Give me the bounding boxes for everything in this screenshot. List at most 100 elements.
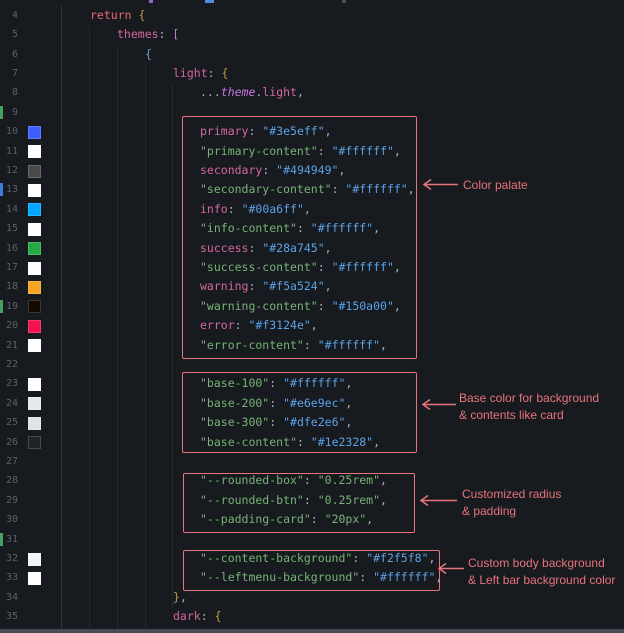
color-swatch[interactable]: [28, 203, 41, 217]
code-token: ,: [380, 492, 387, 507]
code-token: "primary-content": [200, 143, 318, 158]
clipped-code-fragment: [205, 0, 214, 3]
code-line[interactable]: success: "#28a745",: [200, 239, 332, 258]
horizontal-scrollbar[interactable]: [0, 629, 624, 633]
line-number: 29: [5, 494, 18, 506]
code-line[interactable]: "info-content": "#ffffff",: [200, 219, 380, 238]
line-number: 9: [11, 106, 18, 118]
code-token: :: [303, 492, 318, 507]
color-swatch[interactable]: [28, 183, 41, 197]
code-token: :: [269, 376, 284, 391]
indent-guide: [145, 64, 146, 629]
code-token: "#ffffff": [310, 221, 374, 236]
code-line[interactable]: "--padding-card": "20px",: [200, 510, 373, 529]
color-swatch[interactable]: [28, 145, 41, 159]
code-line[interactable]: "base-content": "#1e2328",: [200, 433, 380, 452]
code-token: "--content-background": [200, 551, 353, 565]
color-swatch[interactable]: [28, 416, 41, 430]
code-line[interactable]: "base-100": "#ffffff",: [200, 374, 352, 393]
code-line[interactable]: dark: {: [173, 607, 222, 626]
line-number: 16: [5, 242, 18, 254]
code-line[interactable]: "primary-content": "#ffffff",: [200, 142, 401, 161]
code-line[interactable]: "base-200": "#e6e9ec",: [200, 394, 352, 413]
code-token: :: [359, 570, 374, 585]
code-line[interactable]: "--leftmenu-background": "#ffffff",: [200, 568, 442, 587]
line-number: 13: [5, 184, 18, 196]
color-swatch[interactable]: [28, 377, 41, 391]
color-swatch[interactable]: [28, 125, 41, 139]
arrow-left-icon: [437, 562, 464, 575]
code-line[interactable]: {: [145, 45, 152, 64]
code-line[interactable]: "--content-background": "#f2f5f8",: [200, 549, 435, 568]
code-token: error: [200, 318, 235, 333]
annotation-label-radius-padding: Customized radius & padding: [462, 486, 561, 520]
line-number: 28: [5, 475, 18, 487]
code-line[interactable]: "--rounded-btn": "0.25rem",: [200, 491, 387, 510]
color-swatch[interactable]: [28, 280, 41, 294]
code-line[interactable]: warning: "#f5a524",: [200, 277, 332, 296]
code-token: ,: [373, 221, 381, 236]
color-swatch[interactable]: [28, 300, 41, 314]
code-line[interactable]: error: "#f3124e",: [200, 316, 318, 335]
color-swatch[interactable]: [28, 552, 41, 566]
code-token: "#ffffff": [373, 570, 436, 585]
color-swatch[interactable]: [28, 319, 41, 333]
color-swatch[interactable]: [28, 339, 41, 353]
line-number: 30: [5, 514, 18, 526]
line-number: 27: [5, 456, 18, 467]
code-token: "#ffffff": [345, 182, 408, 197]
code-line[interactable]: ...theme.light,: [200, 83, 304, 102]
code-token: :: [248, 279, 263, 294]
code-line[interactable]: "base-300": "#dfe2e6",: [200, 413, 352, 432]
color-swatch[interactable]: [28, 436, 41, 450]
code-token: "#e6e9ec": [283, 395, 346, 410]
line-number: 4: [11, 9, 18, 21]
code-line[interactable]: "success-content": "#ffffff",: [200, 258, 401, 277]
code-line[interactable]: light: {: [173, 64, 228, 83]
color-swatch[interactable]: [28, 242, 41, 256]
code-token: ,: [296, 85, 304, 100]
color-swatch[interactable]: [28, 261, 41, 275]
indent-guide: [61, 6, 62, 629]
arrow-left-icon: [422, 178, 458, 191]
code-line[interactable]: "error-content": "#ffffff",: [200, 336, 387, 355]
color-swatch[interactable]: [28, 571, 41, 585]
code-line[interactable]: themes: [: [117, 25, 179, 44]
annotation-label-color-palette: Color palate: [463, 177, 528, 194]
code-token: "warning-content": [200, 298, 318, 313]
code-token: {: [145, 46, 152, 61]
code-token: ,: [324, 279, 332, 294]
code-token: "base-200": [200, 395, 270, 410]
line-number: 34: [5, 591, 18, 603]
code-token: .: [255, 85, 263, 100]
line-number: 35: [5, 611, 18, 623]
code-line[interactable]: info: "#00a6ff",: [200, 200, 311, 219]
code-token: "#f5a524": [262, 279, 325, 294]
arrow-left-icon: [419, 494, 457, 507]
code-token: "#ffffff": [283, 376, 346, 391]
annotation-text: & padding: [462, 504, 517, 518]
code-token: :: [227, 201, 242, 216]
code-token: ,: [179, 589, 187, 604]
code-line[interactable]: secondary: "#494949",: [200, 161, 345, 180]
code-line[interactable]: "warning-content": "#150a00",: [200, 297, 401, 316]
color-swatch[interactable]: [28, 164, 41, 178]
code-line[interactable]: },: [173, 588, 187, 607]
gutter-marker-blue: [0, 183, 3, 197]
code-token: "error-content": [200, 337, 304, 352]
color-swatch[interactable]: [28, 397, 41, 411]
line-number: 33: [5, 572, 18, 584]
code-token: "#28a745": [262, 240, 325, 255]
code-token: ,: [345, 395, 353, 410]
code-token: :: [296, 221, 311, 236]
code-token: info: [200, 201, 228, 216]
code-token: :: [234, 318, 249, 333]
code-line[interactable]: "--rounded-box": "0.25rem",: [200, 471, 387, 490]
code-line[interactable]: primary: "#3e5eff",: [200, 122, 332, 141]
color-swatch[interactable]: [28, 222, 41, 236]
indent-guide: [117, 45, 118, 629]
annotation-box-custom-background: [183, 550, 440, 591]
code-token: ...: [200, 85, 221, 100]
code-line[interactable]: return {: [90, 6, 145, 25]
code-line[interactable]: "secondary-content": "#ffffff",: [200, 180, 415, 199]
